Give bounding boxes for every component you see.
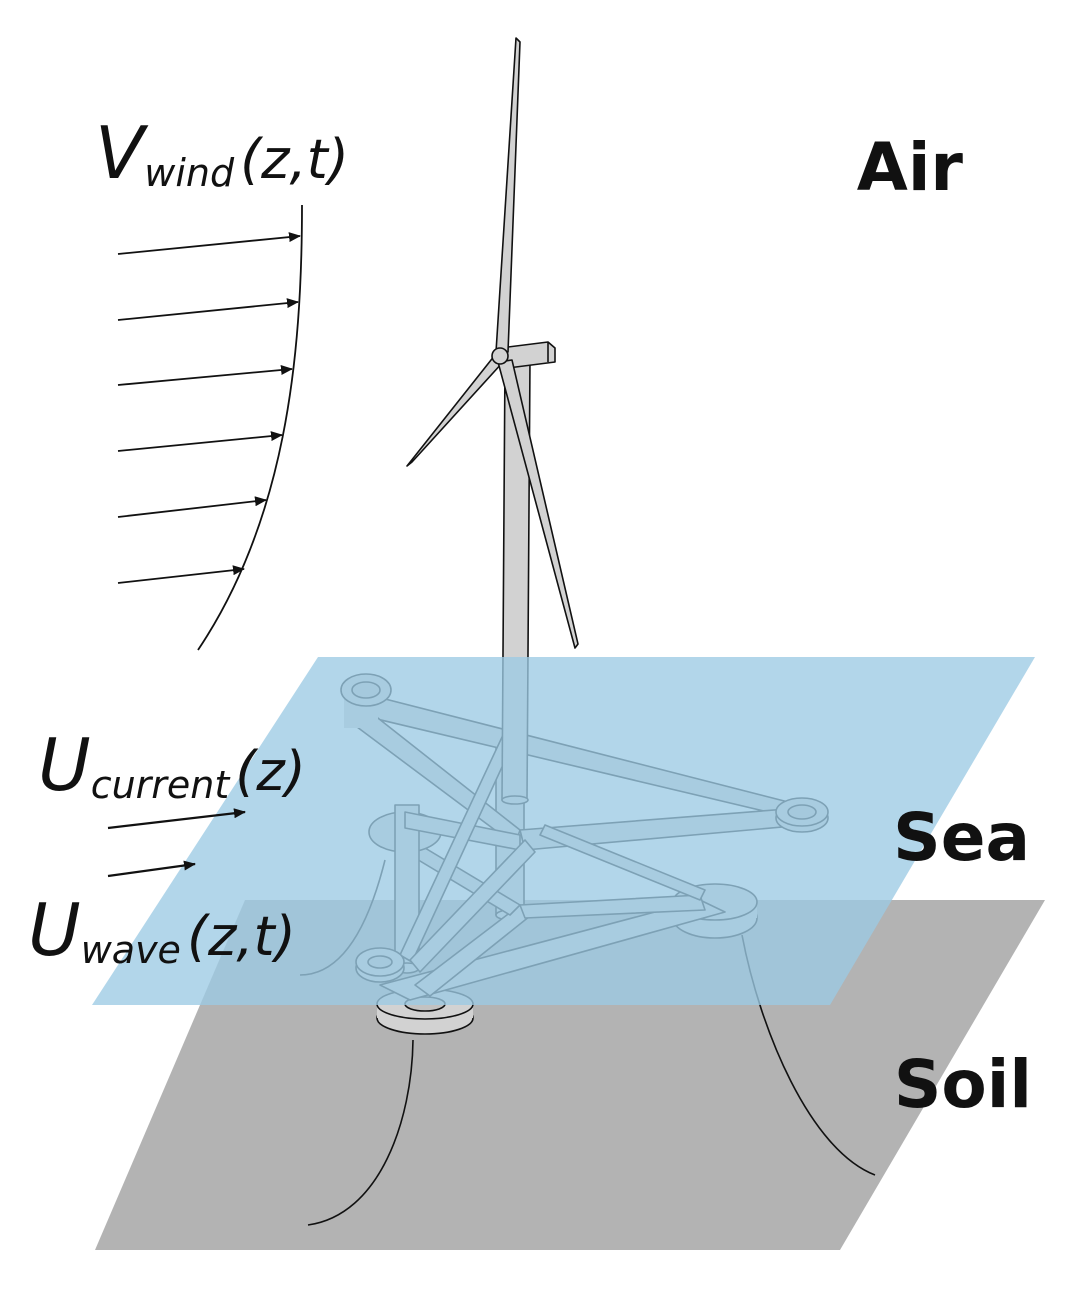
current-main: U [38, 723, 91, 807]
soil-label: Soil [894, 1046, 1032, 1123]
arrow-right-icon [118, 435, 282, 451]
turbine-hub [492, 348, 508, 364]
arrow-right-icon [118, 500, 266, 517]
wind-sub: wind [144, 151, 235, 195]
arrow-right-icon [118, 236, 300, 254]
wind-profile [118, 205, 302, 650]
wind-velocity-label: Vwind(z,t) [95, 111, 349, 195]
turbine-blade-left [407, 355, 503, 466]
current-velocity-label: Ucurrent(z) [38, 723, 306, 807]
wind-profile-curve [198, 205, 302, 650]
wave-args: (z,t) [187, 905, 296, 968]
arrow-right-icon [118, 369, 292, 385]
wind-args: (z,t) [240, 128, 349, 191]
sea-label: Sea [893, 799, 1030, 876]
wave-main: U [28, 888, 81, 972]
arrow-right-icon [118, 302, 298, 320]
air-label: Air [857, 129, 964, 206]
wave-sub: wave [81, 928, 181, 972]
current-sub: current [91, 763, 232, 807]
turbine-blade-up [496, 38, 520, 352]
wind-main: V [95, 111, 149, 195]
arrow-right-icon [118, 569, 244, 583]
current-args: (z) [235, 740, 305, 803]
